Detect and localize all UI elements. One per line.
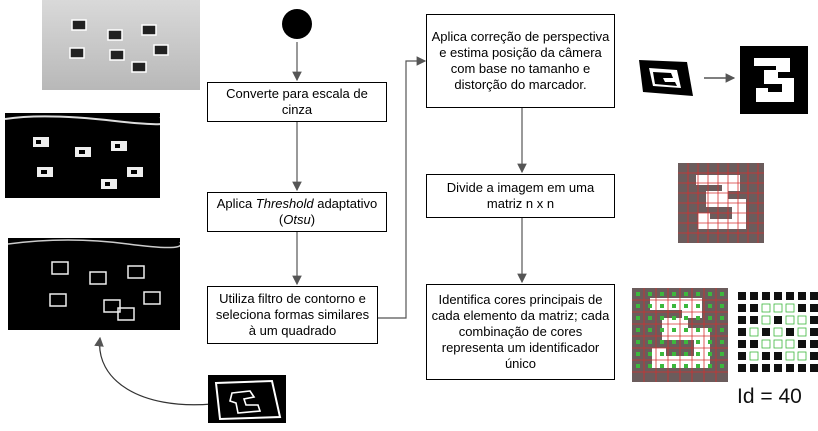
divide-text: Divide a imagem em uma matriz n x n [446, 180, 595, 211]
threshold-step: Aplica Threshold adaptativo (Otsu) [207, 192, 387, 232]
color-sample-grid [632, 288, 728, 382]
perspective-text: Aplica correção de perspectiva e estima … [431, 29, 610, 92]
arrow-contour-curve [94, 336, 221, 409]
contour-step: Utiliza filtro de contorno e seleciona f… [207, 286, 378, 344]
grid-marker-image [678, 163, 764, 243]
marker-before-warp [633, 52, 699, 102]
arrow-contour-to-perspective [378, 56, 427, 319]
divide-step: Divide a imagem em uma matriz n x n [426, 174, 615, 218]
threshold-image [5, 113, 160, 198]
grayscale-photo [42, 0, 200, 90]
threshold-text: Aplica Threshold adaptativo (Otsu) [216, 196, 378, 227]
perspective-step: Aplica correção de perspectiva e estima … [426, 14, 615, 108]
contour-text: Utiliza filtro de contorno e seleciona f… [215, 291, 370, 338]
grayscale-step: Converte para escala de cinza [207, 82, 387, 122]
start-node [282, 9, 312, 39]
binary-matrix [734, 288, 818, 382]
identify-text: Identifica cores principais de cada elem… [431, 292, 610, 371]
identify-step: Identifica cores principais de cada elem… [426, 284, 615, 380]
grayscale-text: Converte para escala de cinza [226, 86, 368, 117]
id-result-label: Id = 40 [737, 385, 802, 408]
contour-image [8, 238, 180, 330]
marker-after-warp [740, 46, 808, 114]
contour-closeup [208, 375, 286, 423]
